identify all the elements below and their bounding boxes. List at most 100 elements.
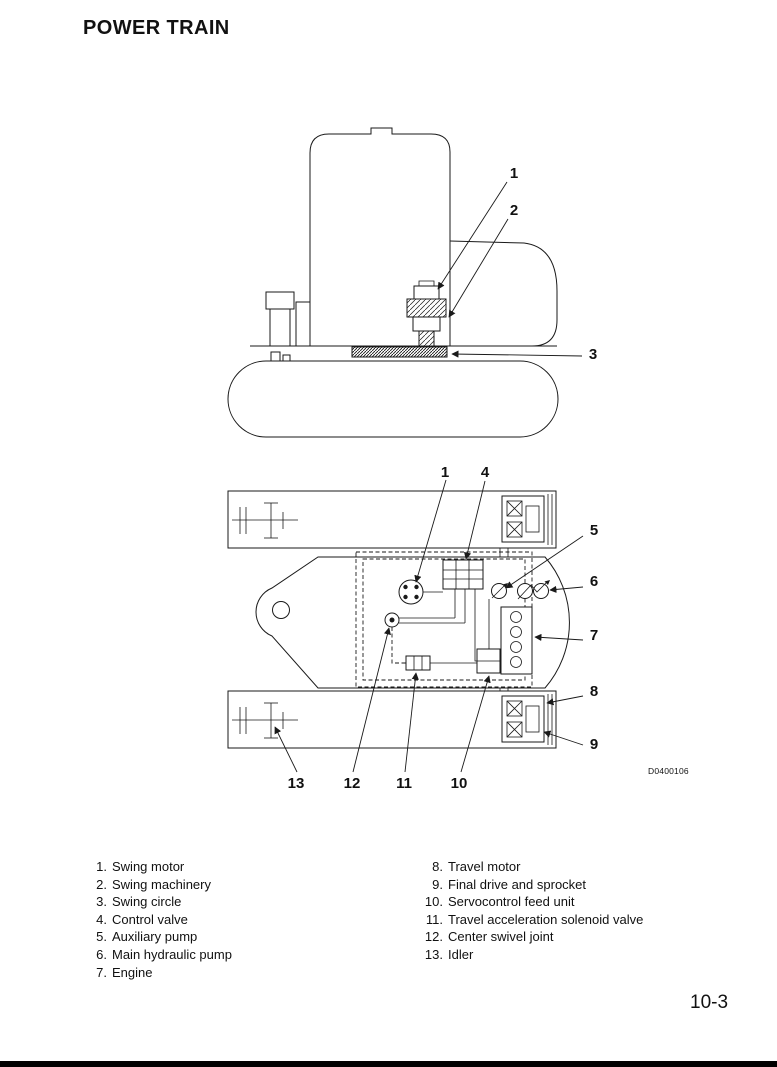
top-view-diagram: 1 4 5 6 7 8 9 10 11 12 13 bbox=[227, 464, 598, 792]
legend-item-label: Travel motor bbox=[448, 859, 521, 874]
servocontrol-feed-unit bbox=[476, 648, 501, 674]
swing-circle bbox=[351, 346, 448, 358]
legend-item-label: Main hydraulic pump bbox=[112, 946, 232, 962]
legend-item: 3. Swing circle bbox=[82, 893, 402, 911]
callout-arrow-12-top bbox=[352, 627, 391, 773]
callout-label-10-top: 10 bbox=[451, 775, 468, 792]
legend-item-number: 9. bbox=[432, 876, 443, 892]
legend-item: 5. Auxiliary pump bbox=[82, 928, 402, 946]
legend-item: 13. Idler bbox=[418, 946, 748, 964]
travel-motor-upper bbox=[501, 494, 553, 545]
legend-column-left: 1.Swing motor 2. Swing machinery 3. Swing … bbox=[82, 858, 402, 981]
page-number: 10-3 bbox=[690, 992, 729, 1013]
legend-item-number: 8. bbox=[432, 859, 443, 874]
callout-arrow-5-top bbox=[505, 535, 584, 589]
callout-label-7-top: 7 bbox=[590, 627, 598, 644]
callout-arrow-13-top bbox=[274, 726, 298, 773]
callout-label-12-top: 12 bbox=[344, 775, 361, 792]
legend-item-label: Idler bbox=[448, 946, 474, 962]
hydraulic-lines bbox=[399, 548, 509, 691]
legend-item: 10.Servocontrol feed unit bbox=[418, 893, 748, 911]
callout-arrow-7-top bbox=[534, 633, 584, 641]
idler-lower bbox=[232, 702, 298, 739]
idler-upper bbox=[232, 502, 298, 539]
callout-arrow-2-side bbox=[448, 218, 509, 318]
callout-label-1-top: 1 bbox=[441, 464, 449, 481]
legend-item: 2. Swing machinery bbox=[82, 876, 402, 894]
boom-foot-hole bbox=[272, 601, 290, 619]
boom-foot-bracket bbox=[265, 291, 295, 347]
callout-arrow-1-top bbox=[414, 479, 447, 583]
pilot-line-dashed bbox=[391, 627, 406, 664]
cab-outline bbox=[309, 127, 451, 346]
callout-label-3-side: 3 bbox=[589, 346, 597, 363]
legend-item: 8. Travel motor bbox=[418, 858, 748, 876]
legend-item: 1.Swing motor bbox=[82, 858, 402, 876]
track-frame-details bbox=[270, 351, 291, 362]
legend-item: 12. Center swivel joint bbox=[418, 928, 748, 946]
legend-item-number: 3. bbox=[96, 894, 107, 910]
callout-arrow-6-top bbox=[549, 585, 584, 593]
legend-item: 6. Main hydraulic pump bbox=[82, 946, 402, 964]
swing-machinery-group bbox=[406, 280, 447, 347]
legend-item-label: Swing machinery bbox=[112, 876, 211, 892]
legend-item-label: Auxiliary pump bbox=[112, 929, 198, 945]
legend-item-number: 12. bbox=[424, 929, 443, 945]
legend-item-number: 7. bbox=[96, 964, 107, 980]
callout-label-4-top: 4 bbox=[481, 464, 490, 481]
swing-motor-side bbox=[413, 285, 440, 300]
legend-item-number: 2. bbox=[96, 876, 107, 892]
scan-edge-artifact bbox=[0, 1061, 777, 1067]
legend-item: 4. Control valve bbox=[82, 911, 402, 929]
legend-item-label: Swing circle bbox=[112, 894, 182, 910]
legend-item-label: Center swivel joint bbox=[448, 929, 554, 945]
main-hydraulic-pump bbox=[517, 580, 550, 600]
swing-motor-top bbox=[398, 579, 424, 605]
legend-item-number: 13. bbox=[424, 946, 443, 962]
page-title: POWER TRAIN bbox=[83, 17, 230, 39]
legend-item-number: 6. bbox=[96, 946, 107, 962]
callout-arrow-10-top bbox=[460, 675, 491, 773]
callout-label-6-top: 6 bbox=[590, 573, 598, 590]
callout-label-1-side: 1 bbox=[510, 165, 518, 182]
figure-code: D0400106 bbox=[648, 766, 689, 776]
travel-motor-lower bbox=[501, 694, 553, 745]
callout-label-9-top: 9 bbox=[590, 736, 598, 753]
legend-item-label: Final drive and sprocket bbox=[448, 876, 587, 892]
counterweight-outline bbox=[449, 240, 558, 347]
legend-item-number: 1. bbox=[96, 859, 107, 874]
legend-item-number: 10. bbox=[424, 894, 443, 910]
legend-item-label: Engine bbox=[112, 964, 153, 980]
callout-arrow-3-side bbox=[451, 350, 583, 358]
legend-item-number: 4. bbox=[96, 911, 107, 927]
side-view-diagram: 1 2 3 bbox=[227, 127, 597, 438]
legend-item-number: 11. bbox=[425, 911, 443, 927]
callout-arrow-1-side bbox=[437, 181, 508, 290]
legend-item: 11. Travel acceleration solenoid valve bbox=[418, 911, 748, 929]
swing-machinery-side bbox=[406, 298, 447, 318]
track-side-view bbox=[227, 360, 559, 438]
legend-column-right: 8. Travel motor 9. Final drive and sprocke… bbox=[418, 858, 748, 964]
callout-arrow-4-top bbox=[464, 480, 486, 560]
callout-arrow-8-top bbox=[546, 695, 584, 706]
legend-item-label: Control valve bbox=[112, 911, 188, 927]
engine bbox=[500, 606, 533, 675]
legend-item-number: 5. bbox=[96, 929, 107, 945]
legend-item: 9. Final drive and sprocket bbox=[418, 876, 748, 894]
sprocket-upper bbox=[547, 494, 553, 545]
control-valve bbox=[442, 559, 484, 590]
legend-item-label: Travel acceleration solenoid valve bbox=[448, 911, 644, 927]
auxiliary-pump bbox=[491, 583, 508, 599]
callout-arrow-11-top bbox=[404, 672, 419, 773]
callout-label-11-top: 11 bbox=[396, 775, 412, 792]
cab-front-step bbox=[295, 301, 310, 346]
callout-label-2-side: 2 bbox=[510, 202, 518, 219]
callout-arrow-9-top bbox=[543, 730, 584, 746]
legend-item: 7. Engine bbox=[82, 964, 402, 982]
center-swivel-joint bbox=[384, 612, 400, 628]
callout-label-8-top: 8 bbox=[590, 683, 598, 700]
callout-label-5-top: 5 bbox=[590, 522, 598, 539]
callout-label-13-top: 13 bbox=[288, 775, 305, 792]
